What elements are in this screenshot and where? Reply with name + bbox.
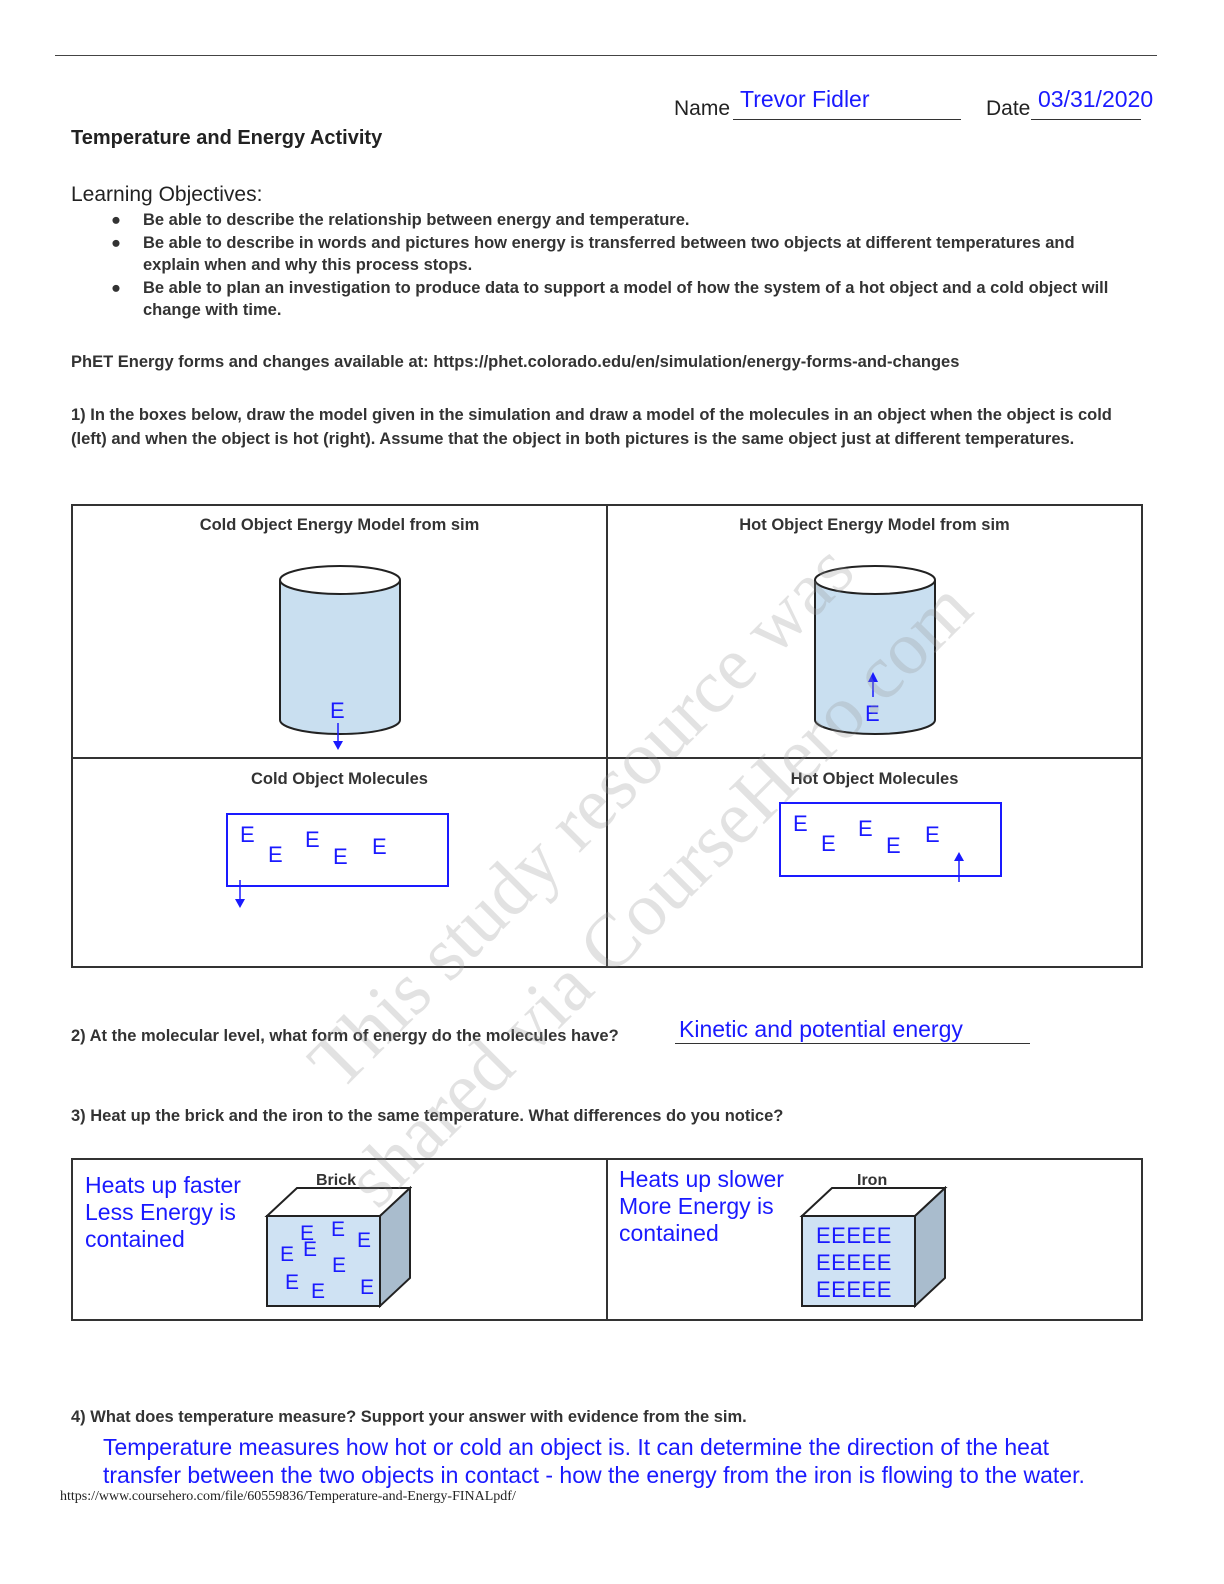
cold-cylinder-energy: E	[330, 698, 345, 723]
brick-molecule-e: E	[303, 1238, 318, 1261]
hot-up-arrow-icon	[954, 852, 964, 882]
bullet-icon: ●	[111, 279, 121, 297]
brick-molecule-e: E	[332, 1254, 347, 1277]
q2-answer-line	[675, 1043, 1030, 1044]
brick-molecule-e: E	[360, 1276, 375, 1299]
objective-item: ●Be able to describe the relationship be…	[111, 211, 690, 229]
objectives-list: ●Be able to describe the relationship be…	[71, 209, 1131, 322]
hot-molecules-heading: Hot Object Molecules	[790, 770, 959, 788]
hot-molecule-e: E	[793, 811, 808, 836]
materials-divider	[606, 1158, 608, 1319]
brick-molecule-e: E	[357, 1229, 372, 1252]
objective-item: ●Be able to describe in words and pictur…	[111, 234, 1075, 274]
question-3: 3) Heat up the brick and the iron to the…	[71, 1107, 784, 1125]
q4-answer[interactable]: Temperature measures how hot or cold an …	[103, 1434, 1085, 1488]
cold-molecules-heading: Cold Object Molecules	[251, 770, 428, 788]
top-rule	[55, 55, 1157, 56]
cold-model-heading: Cold Object Energy Model from sim	[199, 516, 480, 534]
date-line	[1031, 119, 1141, 120]
hot-molecule-e: E	[925, 822, 940, 847]
cold-down-arrow-icon	[235, 880, 245, 908]
brick-answer[interactable]: Heats up faster Less Energy is contained	[85, 1172, 241, 1252]
date-label: Date	[986, 97, 1031, 120]
page-title: Temperature and Energy Activity	[71, 127, 383, 149]
name-line	[733, 119, 961, 120]
bullet-icon: ●	[111, 234, 121, 252]
grid-horizontal-divider	[71, 757, 1142, 759]
cold-cylinder-drawing	[279, 565, 401, 750]
brick-molecule-e: E	[285, 1271, 300, 1294]
hot-molecule-e: E	[858, 816, 873, 841]
cold-molecule-e: E	[372, 834, 387, 859]
iron-molecules: EEEEE EEEEE EEEEE	[816, 1223, 892, 1302]
cold-molecule-e: E	[268, 842, 283, 867]
brick-molecule-e: E	[311, 1280, 326, 1303]
iron-answer[interactable]: Heats up slower More Energy is contained	[619, 1166, 784, 1246]
phet-link-line: PhET Energy forms and changes available …	[71, 353, 960, 371]
iron-label: Iron	[857, 1172, 888, 1189]
name-label: Name	[674, 97, 731, 120]
hot-cylinder-energy: E	[865, 701, 880, 726]
brick-molecule-e: E	[331, 1218, 346, 1241]
cold-molecules-box	[226, 813, 449, 887]
hot-molecules-box	[779, 802, 1002, 877]
objective-item: ●Be able to plan an investigation to pro…	[111, 279, 1109, 319]
cold-molecule-e: E	[305, 827, 320, 852]
hot-molecule-e: E	[886, 833, 901, 858]
hot-model-heading: Hot Object Energy Model from sim	[739, 516, 1010, 534]
question-4: 4) What does temperature measure? Suppor…	[71, 1408, 747, 1426]
objectives-heading: Learning Objectives:	[71, 183, 263, 206]
grid-vertical-divider	[606, 504, 608, 966]
brick-molecule-e: E	[300, 1222, 315, 1245]
cold-molecule-e: E	[333, 844, 348, 869]
cold-molecule-e: E	[240, 822, 255, 847]
name-value[interactable]: Trevor Fidler	[740, 86, 870, 112]
brick-molecule-e: E	[280, 1243, 295, 1266]
bullet-icon: ●	[111, 211, 121, 229]
question-2: 2) At the molecular level, what form of …	[71, 1027, 619, 1045]
hot-molecule-e: E	[821, 831, 836, 856]
question-1: 1) In the boxes below, draw the model gi…	[71, 406, 1112, 448]
date-value[interactable]: 03/31/2020	[1038, 86, 1154, 112]
q2-answer[interactable]: Kinetic and potential energy	[679, 1016, 963, 1042]
iron-box-drawing	[799, 1186, 948, 1309]
brick-box-drawing	[264, 1186, 412, 1309]
brick-label: Brick	[316, 1172, 357, 1189]
hot-cylinder-drawing	[814, 565, 936, 735]
footer-url[interactable]: https://www.coursehero.com/file/60559836…	[60, 1489, 516, 1504]
